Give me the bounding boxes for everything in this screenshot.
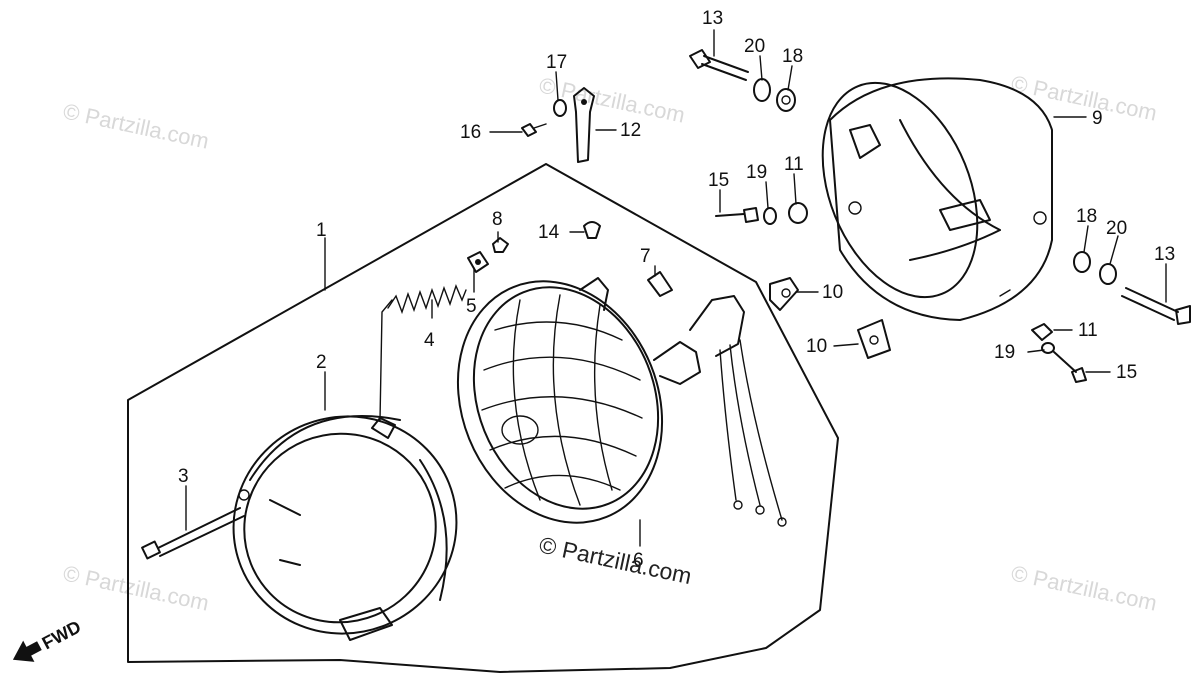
nut-11-upper [788, 202, 808, 224]
callout-18-lower: 18 [1076, 206, 1097, 227]
callout-15-upper: 15 [708, 170, 729, 191]
nut-18-lower [1073, 251, 1091, 273]
washer-20-upper [753, 78, 771, 102]
screw-16 [521, 123, 547, 137]
callout-19-lower: 19 [994, 342, 1015, 363]
callout-20-lower: 20 [1106, 218, 1127, 239]
watermark-faint-bl: © Partzilla.com [61, 560, 211, 615]
callout-6: 6 [633, 550, 644, 571]
washer-17 [553, 99, 567, 117]
washer-19-upper [763, 207, 777, 225]
callout-14: 14 [538, 222, 560, 243]
wire-holder [573, 87, 595, 163]
callout-9: 9 [1092, 108, 1103, 129]
callout-16: 16 [460, 122, 481, 143]
fwd-indicator: FWD [12, 617, 85, 662]
assembly-outline [127, 163, 839, 673]
callout-20-upper: 20 [744, 36, 765, 57]
watermark-faint-tl: © Partzilla.com [61, 98, 211, 153]
washer-19-lower [1041, 342, 1055, 354]
callout-1: 1 [316, 220, 327, 241]
callout-10-upper: 10 [822, 282, 843, 303]
callout-5: 5 [466, 296, 477, 317]
screw-15-upper [715, 207, 759, 223]
callout-10-lower: 10 [806, 336, 827, 357]
nut-11-lower [1031, 323, 1053, 341]
sealed-beam-unit [456, 277, 787, 527]
adjuster-spring [379, 284, 467, 421]
callout-3: 3 [178, 466, 189, 487]
callout-7: 7 [640, 246, 651, 267]
leader-lines [185, 29, 1167, 547]
callout-labels: 1 2 3 4 5 6 7 8 9 10 10 11 11 12 13 13 1… [178, 8, 1175, 571]
nut-18-upper [776, 88, 796, 112]
screw-14 [583, 221, 601, 239]
fwd-label: FWD [39, 617, 85, 654]
small-nut [492, 237, 509, 253]
fwd-arrow-icon [12, 640, 42, 662]
callout-8: 8 [492, 209, 503, 230]
washer-20-lower [1099, 263, 1117, 285]
bolt-13-lower [1121, 287, 1191, 325]
bracket-10-lower [857, 319, 891, 359]
rim-screw [141, 507, 245, 560]
callout-13-upper: 13 [702, 8, 723, 29]
callout-13-lower: 13 [1154, 244, 1175, 265]
callout-15-lower: 15 [1116, 362, 1137, 383]
bracket-10-upper [769, 277, 799, 311]
callout-11-upper: 11 [784, 154, 804, 175]
callout-12: 12 [620, 120, 641, 141]
callout-11-lower: 11 [1078, 320, 1098, 341]
screw-15-lower [1053, 351, 1087, 383]
watermark-main: © Partzilla.com [537, 531, 694, 589]
clip [647, 271, 673, 297]
callout-2: 2 [316, 352, 327, 373]
watermark-faint-br: © Partzilla.com [1009, 560, 1159, 615]
callout-4: 4 [424, 330, 435, 351]
headlight-rim [232, 415, 458, 641]
headlight-case [821, 77, 1053, 321]
adjuster-nut [467, 251, 489, 273]
callout-19-upper: 19 [746, 162, 767, 183]
bolt-13-upper [689, 49, 749, 81]
callout-18-upper: 18 [782, 46, 803, 67]
callout-17: 17 [546, 52, 567, 73]
